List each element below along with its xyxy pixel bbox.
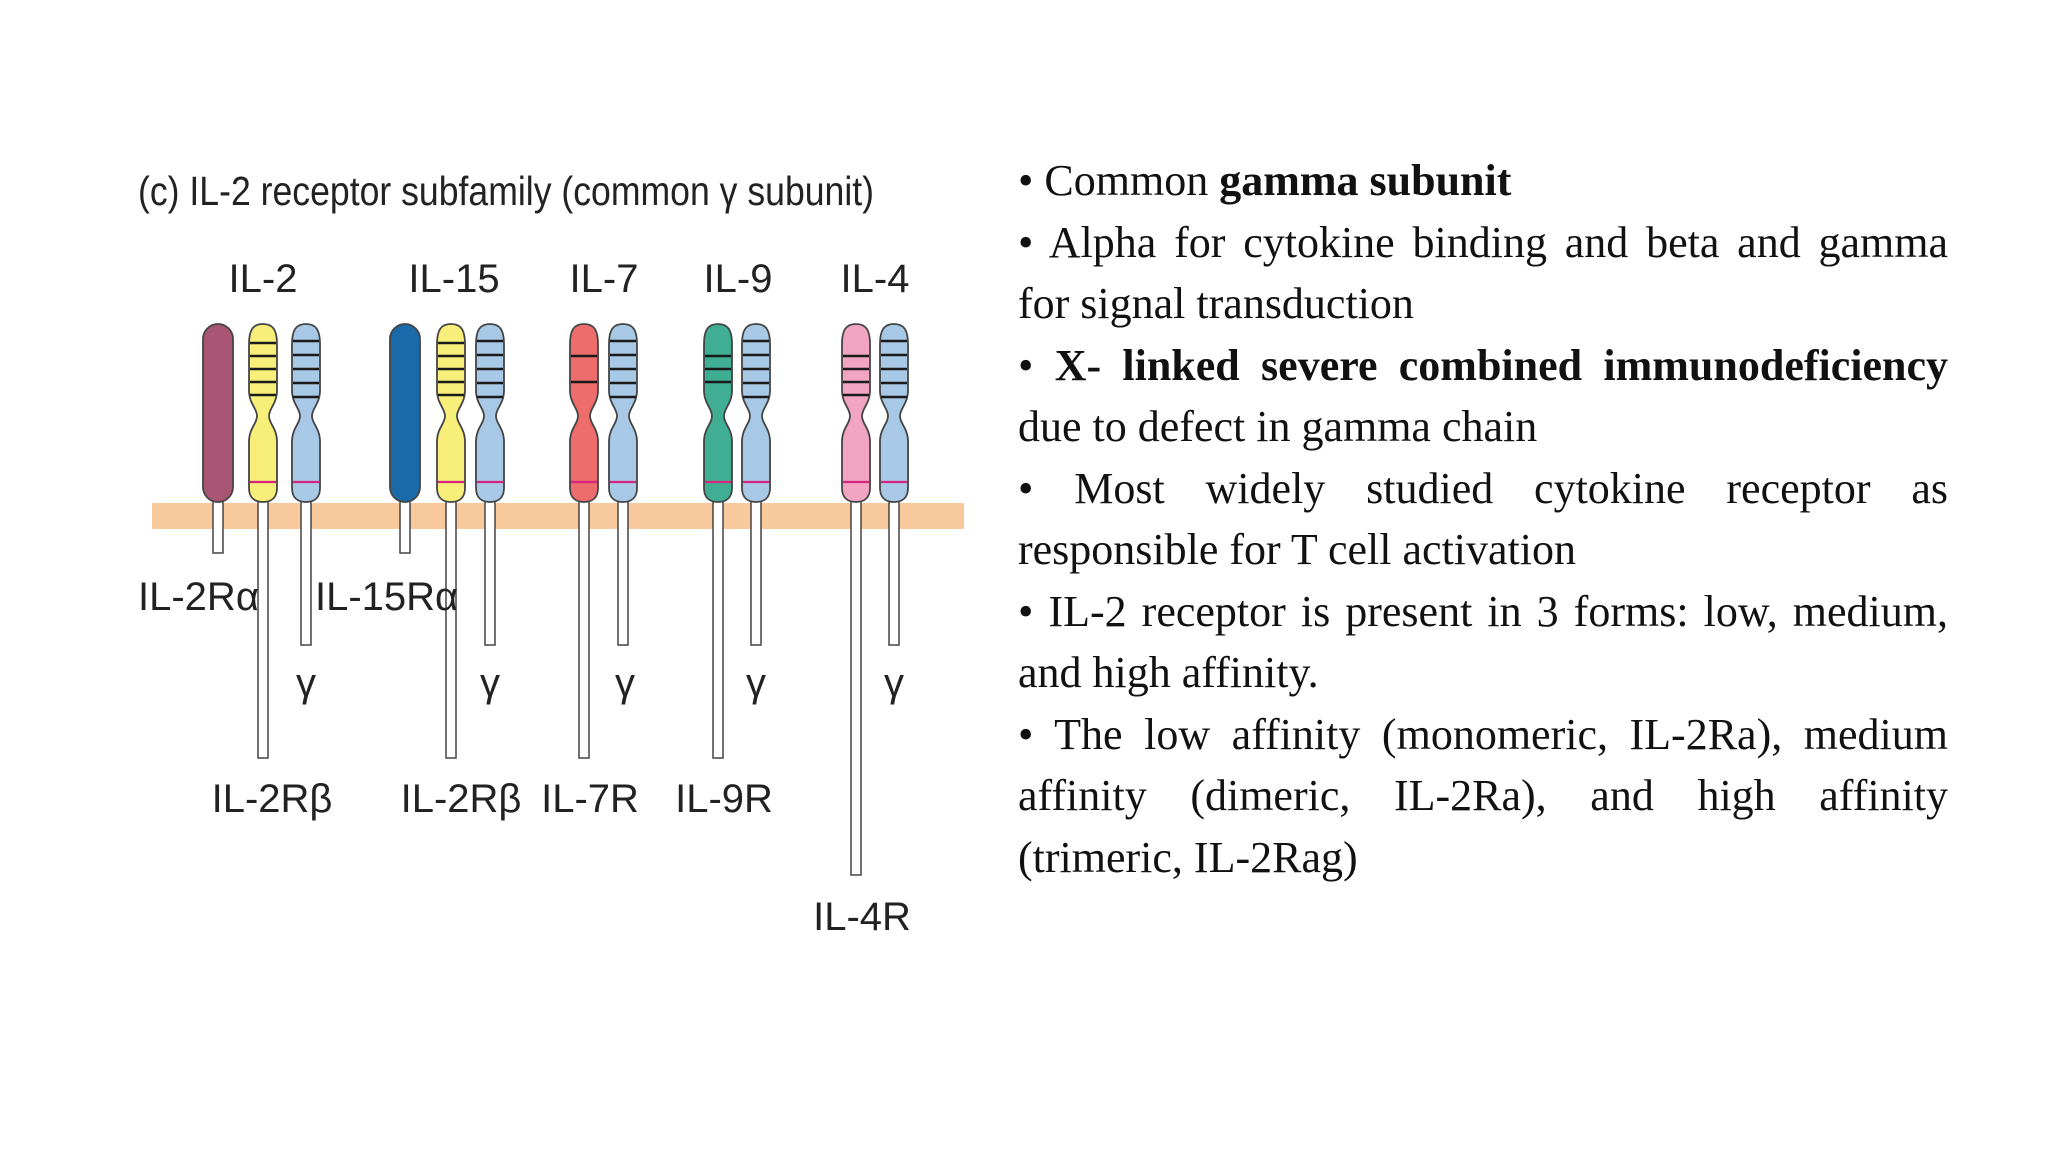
gamma-chain-5-body bbox=[879, 323, 909, 503]
gamma-chain-5 bbox=[879, 323, 909, 646]
gamma-chain-2 bbox=[475, 323, 505, 646]
il2rb-chain-2-stalk bbox=[445, 494, 457, 759]
bullet-3-segment-3: due to defect in gamma chain bbox=[1018, 402, 1538, 451]
chain-label-il4r: IL-4R bbox=[813, 895, 911, 939]
gamma-label-2: γ bbox=[480, 661, 500, 705]
bullet-3: • X- linked severe combined immunodefici… bbox=[1018, 335, 1948, 458]
il4r-chain bbox=[841, 323, 871, 876]
gamma-chain-1-body bbox=[291, 323, 321, 503]
cytokine-label-il4: IL-4 bbox=[841, 257, 910, 301]
receptor-diagram: (c) IL-2 receptor subfamily (common γ su… bbox=[138, 168, 964, 939]
bullet-3-segment-1: • bbox=[1018, 340, 1055, 390]
chain-label-il2rb-1: IL-2Rβ bbox=[212, 777, 333, 821]
bullet-5: • IL-2 receptor is present in 3 forms: l… bbox=[1018, 581, 1948, 704]
bullet-list: • Common gamma subunit• Alpha for cytoki… bbox=[1018, 150, 1948, 888]
gamma-chain-2-stalk bbox=[484, 494, 496, 646]
il2rb-chain-2-body bbox=[436, 323, 466, 503]
gamma-chain-3-stalk bbox=[617, 494, 629, 646]
cytokine-label-il9: IL-9 bbox=[704, 257, 773, 301]
bullet-2: • Alpha for cytokine binding and beta an… bbox=[1018, 212, 1948, 335]
cytokine-label-il15: IL-15 bbox=[408, 257, 499, 301]
bullet-3-segment-2: X- linked severe combined immunodeficien… bbox=[1054, 340, 1949, 390]
il2ra-chain-body bbox=[202, 323, 234, 503]
chain-label-il2rb-2: IL-2Rβ bbox=[401, 777, 522, 821]
il15ra-chain-body bbox=[389, 323, 421, 503]
chain-label-il15ra: IL-15Rα bbox=[315, 575, 458, 619]
gamma-label-4: γ bbox=[746, 661, 766, 705]
il9r-chain-body bbox=[703, 323, 733, 503]
il2rb-chain-1-stalk bbox=[257, 494, 269, 759]
il9r-chain bbox=[703, 323, 733, 759]
chain-label-il2ra: IL-2Rα bbox=[138, 575, 259, 619]
il15ra-chain-stalk bbox=[399, 494, 411, 554]
il7r-chain bbox=[569, 323, 599, 759]
il2rb-chain-1-body bbox=[248, 323, 278, 503]
il2rb-chain-1 bbox=[248, 323, 278, 759]
bullet-4: • Most widely studied cytokine receptor … bbox=[1018, 458, 1948, 581]
bullet-5-segment-1: • IL-2 receptor is present in 3 forms: l… bbox=[1018, 586, 1948, 698]
bullet-6: • The low affinity (monomeric, IL-2Ra), … bbox=[1018, 704, 1948, 889]
il7r-chain-stalk bbox=[578, 494, 590, 759]
il4r-chain-stalk bbox=[850, 494, 862, 876]
gamma-chain-3-body bbox=[608, 323, 638, 503]
gamma-chain-3 bbox=[608, 323, 638, 646]
gamma-chain-1 bbox=[291, 323, 321, 646]
gamma-chain-4-stalk bbox=[750, 494, 762, 646]
chain-label-il7r: IL-7R bbox=[541, 777, 639, 821]
il15ra-chain bbox=[389, 323, 421, 554]
cytokine-label-il2: IL-2 bbox=[229, 257, 298, 301]
il2ra-chain-stalk bbox=[212, 494, 224, 554]
cytokine-label-il7: IL-7 bbox=[570, 257, 639, 301]
il7r-chain-body bbox=[569, 323, 599, 503]
bullet-2-segment-1: • Alpha for cytokine binding and beta an… bbox=[1018, 217, 1948, 329]
bullet-1: • Common gamma subunit bbox=[1018, 150, 1948, 212]
gamma-chain-5-stalk bbox=[888, 494, 900, 646]
gamma-label-3: γ bbox=[615, 661, 635, 705]
gamma-chain-4 bbox=[741, 323, 771, 646]
diagram-title: (c) IL-2 receptor subfamily (common γ su… bbox=[138, 168, 874, 214]
chain-label-il9r: IL-9R bbox=[675, 777, 773, 821]
il9r-chain-stalk bbox=[712, 494, 724, 759]
gamma-label-5: γ bbox=[884, 661, 904, 705]
il2rb-chain-2 bbox=[436, 323, 466, 759]
bullet-4-segment-1: • Most widely studied cytokine receptor … bbox=[1018, 463, 1948, 575]
gamma-chain-4-body bbox=[741, 323, 771, 503]
cell-membrane bbox=[152, 503, 964, 529]
gamma-chain-1-stalk bbox=[300, 494, 312, 646]
il4r-chain-body bbox=[841, 323, 871, 503]
bullet-1-segment-2: gamma subunit bbox=[1219, 156, 1512, 205]
bullet-1-segment-1: • Common bbox=[1018, 156, 1220, 205]
bullet-6-segment-1: • The low affinity (monomeric, IL-2Ra), … bbox=[1018, 709, 1948, 882]
gamma-chain-2-body bbox=[475, 323, 505, 503]
receptor-chains bbox=[202, 323, 909, 876]
gamma-label-1: γ bbox=[296, 661, 316, 705]
il2ra-chain bbox=[202, 323, 234, 554]
